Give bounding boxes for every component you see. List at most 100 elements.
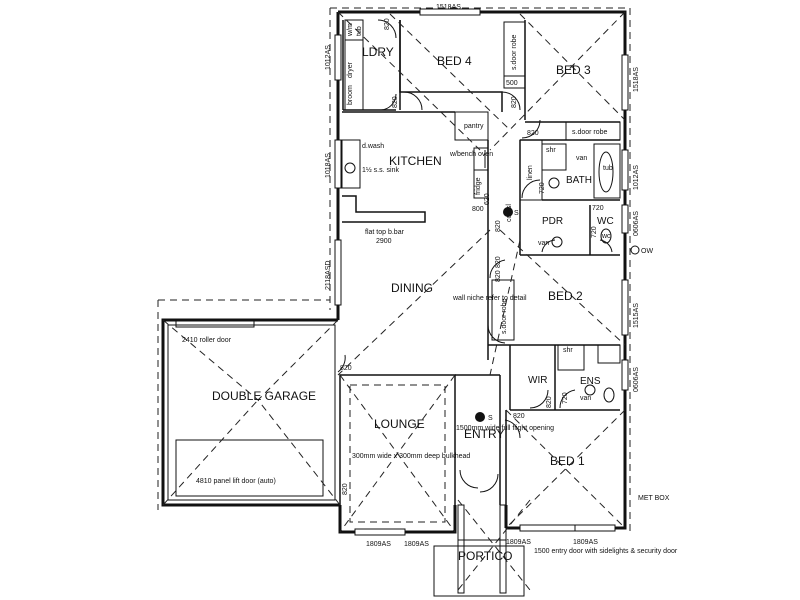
dim-620: 620: [484, 193, 491, 205]
fridge-label: fridge: [475, 177, 482, 195]
room-label-entry: ENTRY: [464, 427, 504, 441]
pantry-label: pantry: [464, 123, 484, 130]
dim-820-g: 820: [495, 270, 502, 282]
outdoor-tap-icon: [630, 245, 640, 255]
dim-bottom-4: 1809AS: [573, 539, 598, 546]
basin-icon: [551, 236, 563, 248]
smoke-detector-label-2: S: [488, 415, 493, 422]
roller-door-note: 2410 roller door: [182, 337, 232, 344]
fixture-symbols: [344, 150, 640, 422]
basin-icon: [548, 177, 560, 189]
dim-820-e: 820: [495, 220, 502, 232]
room-label-bed2: BED 2: [548, 289, 583, 303]
toilet-icon: [600, 228, 612, 244]
washing-machine-label: w/m: [347, 23, 354, 37]
entry-door-note: 1500 entry door with sidelights & securi…: [534, 548, 678, 555]
smoke-detector-icon: [503, 207, 513, 217]
dim-top: 1518AS: [436, 4, 461, 11]
dim-left-kitchen: 1018AS: [325, 153, 332, 178]
bath-tub-label: tub: [603, 165, 613, 172]
room-label-bath: BATH: [566, 175, 592, 186]
dim-820-d: 820: [527, 130, 539, 137]
toilet-icon: [603, 387, 615, 403]
panel-lift-door-note: 4810 panel lift door (auto): [196, 478, 276, 485]
dim-720-b: 720: [592, 205, 604, 212]
pdr-vanity-label: van: [538, 240, 549, 247]
meter-box-label: MET BOX: [638, 495, 670, 502]
room-label-dining: DINING: [391, 281, 433, 295]
room-labels: LDRY BED 4 BED 3 KITCHEN BATH PDR WC BED…: [212, 45, 614, 563]
room-label-ens: ENS: [580, 376, 601, 387]
notes: flat top b.bar 2900 wall niche refer to …: [182, 229, 678, 555]
dim-820-c: 820: [511, 96, 518, 108]
dim-ens-right: 0606AS: [633, 367, 640, 392]
smoke-detector-label: S: [514, 210, 519, 217]
room-label-double-garage: DOUBLE GARAGE: [212, 389, 316, 403]
dim-bed3-right: 1518AS: [633, 67, 640, 92]
flight-opening-note: 1500mm wide full flight opening: [456, 425, 554, 432]
laundry-tub-label: tub: [356, 26, 363, 36]
wall-oven-label: w/bench oven: [449, 151, 493, 158]
room-label-portico: PORTICO: [458, 549, 512, 563]
dim-bath-right: 1012AS: [633, 165, 640, 190]
room-label-bed1: BED 1: [550, 454, 585, 468]
bed2-robe-label: s.door robe: [501, 298, 508, 334]
sink-label: 1½ s.s. sink: [362, 166, 399, 174]
dim-820-k: 820: [342, 483, 349, 495]
breakfast-bar-dim: 2900: [376, 238, 392, 245]
dim-bed2-right: 1515AS: [633, 303, 640, 328]
dishwasher-label: d.wash: [362, 143, 384, 150]
dim-bottom-1: 1809AS: [366, 541, 391, 548]
room-label-pdr: PDR: [542, 216, 563, 227]
room-label-ldry: LDRY: [362, 45, 394, 59]
room-label-bed3: BED 3: [556, 63, 591, 77]
cavity-slider-label: cov/sl: [506, 204, 513, 222]
dim-820-b: 820: [392, 96, 399, 108]
broom-label: broom: [347, 85, 354, 105]
smoke-detector-icon: [475, 412, 485, 422]
dim-wc-right: 0606AS: [633, 211, 640, 236]
basin-icon: [584, 384, 596, 396]
linen-label: linen: [527, 165, 534, 180]
breakfast-bar-note: flat top b.bar: [365, 229, 405, 236]
outdoor-tap-label: OW: [641, 248, 653, 255]
bulkhead-note: 300mm wide x 300mm deep bulkhead: [352, 453, 470, 460]
dimensions: 1518AS 1518AS 1012AS 1018AS 2118ASD 1012…: [325, 4, 640, 548]
bathtub-icon: [598, 151, 614, 193]
wc-fixture-label: wc: [601, 233, 611, 240]
dim-bottom-3: 1809AS: [506, 539, 531, 546]
ens-vanity-label: van: [580, 395, 591, 402]
dim-720-c: 720: [562, 392, 569, 404]
bath-vanity-label: van: [576, 155, 587, 162]
roof-lines: [157, 7, 631, 591]
dim-720-a: 720: [539, 182, 546, 194]
room-label-lounge: LOUNGE: [374, 417, 425, 431]
dim-820-h: 820: [340, 365, 352, 372]
room-label-kitchen: KITCHEN: [389, 154, 442, 168]
doors: [337, 19, 613, 493]
room-label-bed4: BED 4: [437, 54, 472, 68]
wall-niche-note: wall niche refer to detail: [452, 295, 527, 302]
dim-500: 500: [506, 80, 518, 87]
dryer-label: dryer: [347, 61, 354, 78]
internal-walls: [339, 19, 621, 597]
room-label-wir: WIR: [528, 375, 547, 386]
bed3-robe-label: s.door robe: [572, 129, 608, 136]
bath-shower-label: shr: [546, 147, 556, 154]
dim-720-d: 720: [591, 226, 598, 238]
dim-820-f: 820: [495, 256, 502, 268]
dim-820-j: 820: [546, 396, 553, 408]
dim-800: 800: [472, 206, 484, 213]
windows: [334, 8, 629, 536]
dim-820-a: 820: [384, 18, 391, 30]
bed4-robe-label: s.door robe: [511, 34, 518, 70]
dim-bottom-2: 1809AS: [404, 541, 429, 548]
room-label-wc: WC: [597, 216, 614, 227]
sink-icon: [344, 162, 356, 174]
ens-shower-label: shr: [563, 347, 573, 354]
dim-left-dining: 2118ASD: [325, 261, 332, 290]
dim-left-ldry: 1012AS: [325, 45, 332, 70]
fixture-labels: pantry fridge d.wash 1½ s.s. sink w/benc…: [347, 23, 670, 502]
dim-820-i: 820: [513, 413, 525, 420]
